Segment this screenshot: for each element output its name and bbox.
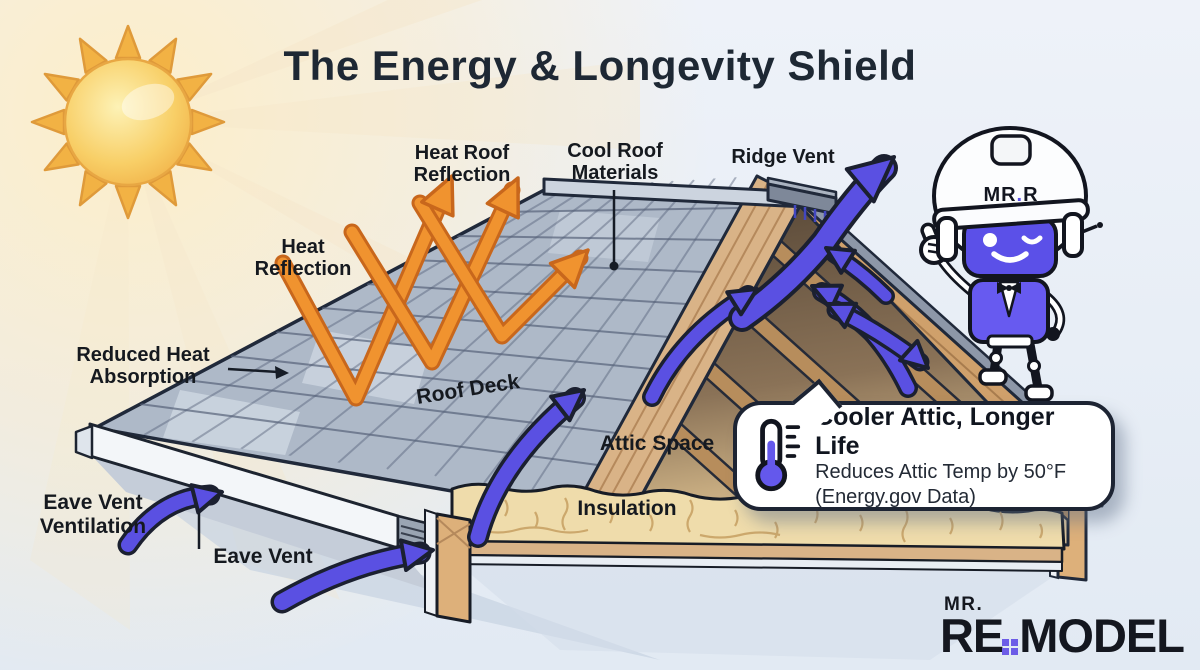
label-heat-roof-reflection: Heat Roof Reflection [413,142,511,187]
bow-tie [997,282,1021,294]
brand-logo: MR. RE MODEL [939,594,1185,663]
mascot-robot: MR.R [919,126,1103,402]
headphone-left [936,216,958,262]
heat-reflection-arrows [274,174,590,407]
label-pointer-lines [197,190,619,549]
helmet-text: MR.R [983,184,1038,206]
page-title: The Energy & Longevity Shield [283,42,917,89]
thermometer-icon [755,418,801,492]
logo-top-text: MR. [943,594,984,616]
logo-main-left: RE [939,609,1004,663]
helmet-brim [932,198,1090,231]
label-eave-vent-ventilation: Eave Vent Ventilation [39,491,147,538]
label-heat-reflection: Heat Reflection [254,236,352,281]
label-insulation: Insulation [577,497,677,520]
callout-line1: Reduces Attic Temp by 50°F [815,461,1067,484]
robot-smile [991,251,1029,263]
window-grid-icon [1002,639,1019,655]
airflow-arrows [117,154,930,614]
label-reduced-heat-absorption: Reduced Heat Absorption [76,344,210,389]
headphone-right [1062,212,1084,258]
sun-icon [30,24,226,220]
label-eave-vent: Eave Vent [213,545,313,568]
callout-line2: (Energy.gov Data) [815,485,976,508]
stat-callout: Cooler Attic, Longer Life Reduces Attic … [733,378,1115,511]
label-cool-roof-materials: Cool Roof Materials [567,140,663,185]
logo-main-right: MODEL [1019,609,1185,663]
label-attic-space: Attic Space [599,432,715,455]
house-shadow [100,458,1060,660]
insulation-layer [450,482,1066,572]
robot-wink [1021,235,1043,245]
callout-title: Cooler Attic, Longer Life [815,402,1055,460]
label-ridge-vent: Ridge Vent [731,146,835,168]
robot-eye [983,233,997,247]
